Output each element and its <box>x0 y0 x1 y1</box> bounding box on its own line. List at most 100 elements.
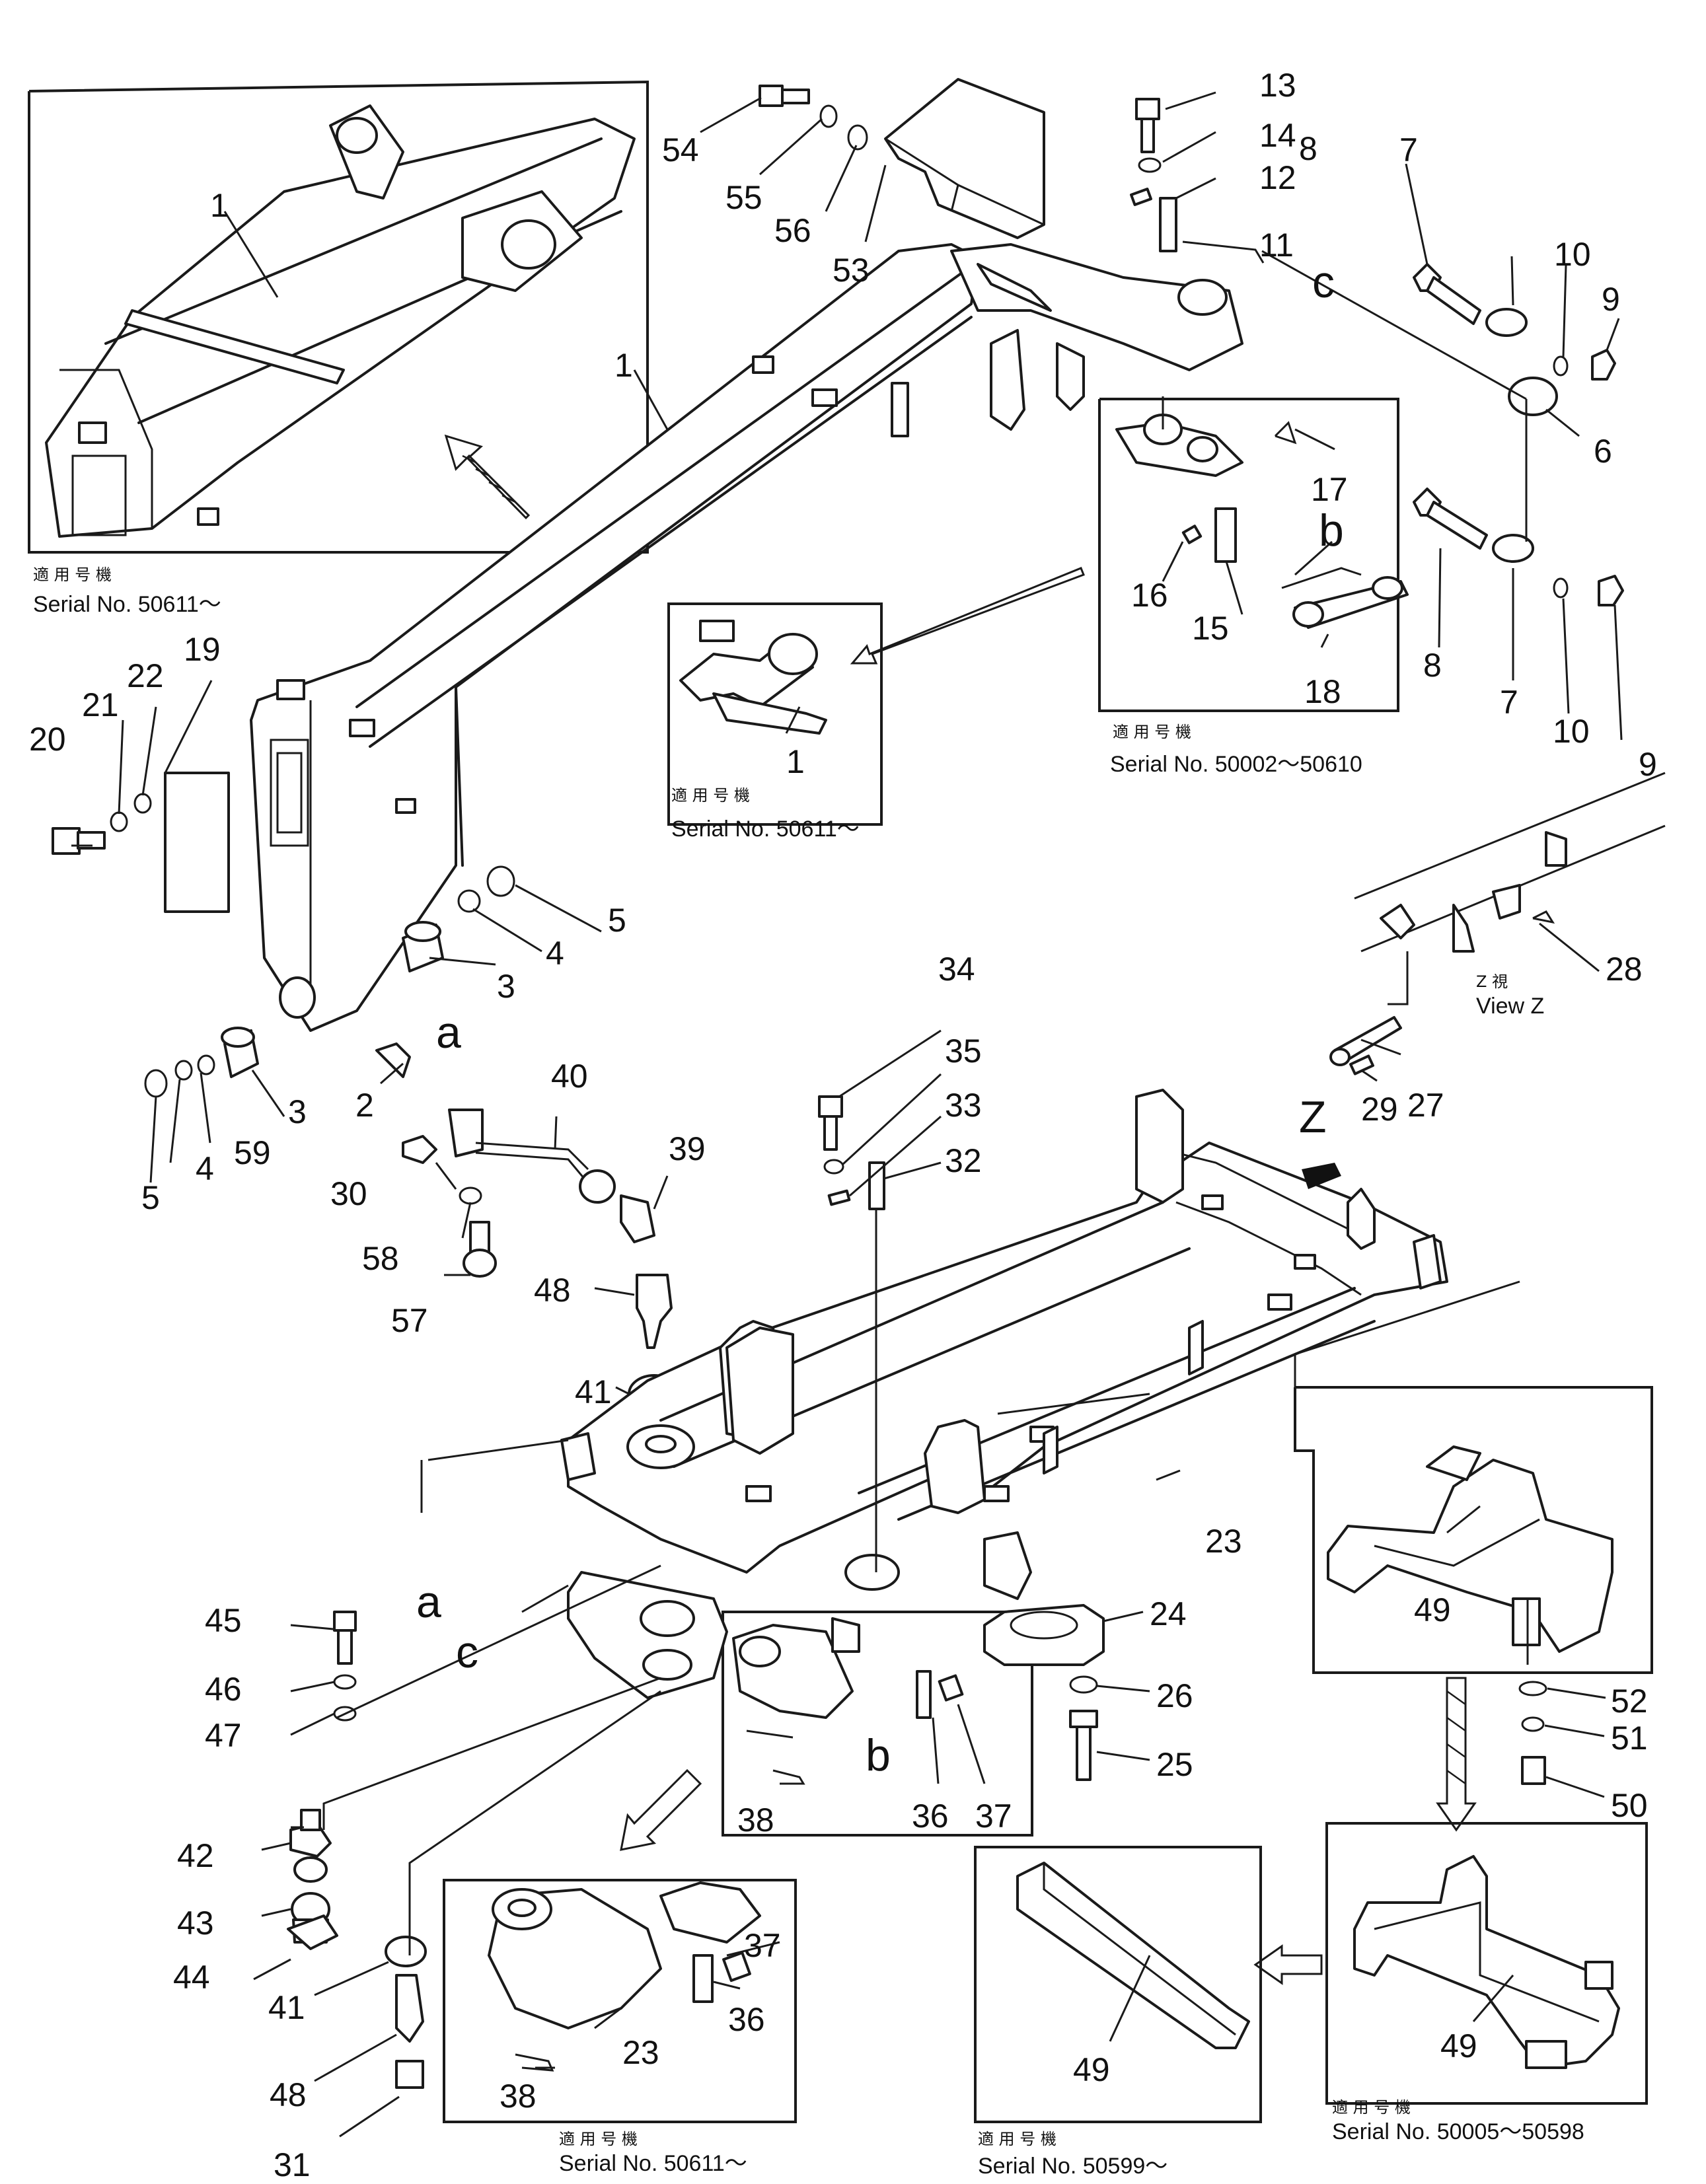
caption-serial: Serial No. 50599～ <box>978 2154 1168 2179</box>
callout-22: 22 <box>127 657 164 694</box>
callout-30: 30 <box>330 1175 367 1212</box>
callout-9: 9 <box>1639 746 1657 783</box>
callout-58: 58 <box>362 1240 399 1277</box>
callout-37: 37 <box>975 1798 1012 1835</box>
callout-41: 41 <box>268 1989 305 2026</box>
view-z-detail <box>1354 772 1666 1005</box>
callout-18: 18 <box>1304 673 1341 710</box>
callout-59: 59 <box>234 1134 271 1171</box>
callout-1: 1 <box>614 347 633 384</box>
reference-letters: a a b b c c Z <box>416 257 1344 1780</box>
callout-37: 37 <box>744 1927 781 1964</box>
inset-mid-detail <box>679 620 827 735</box>
callout-48: 48 <box>270 2076 307 2113</box>
callout-41: 41 <box>575 1373 612 1410</box>
counterweight-pad <box>560 1327 794 1481</box>
callout-2: 2 <box>355 1087 374 1124</box>
callout-11: 11 <box>1259 227 1294 264</box>
callout-36: 36 <box>728 2001 765 2038</box>
main-frame-23 <box>567 1089 1448 1699</box>
inset-right-detail <box>1115 396 1409 629</box>
callout-54: 54 <box>662 131 699 168</box>
callout-3: 3 <box>497 968 515 1005</box>
callout-42: 42 <box>177 1837 214 1874</box>
callout-24: 24 <box>1150 1595 1187 1632</box>
callout-5: 5 <box>608 902 626 939</box>
detail-box-right <box>1098 398 1399 712</box>
callout-40: 40 <box>551 1058 588 1095</box>
callout-8: 8 <box>1423 647 1442 684</box>
detail-box-bottom2 <box>974 1846 1262 2123</box>
caption-applicable-jp: 適 用 号 機 <box>978 2130 1057 2148</box>
parts-50-52 <box>1518 1681 1547 1785</box>
callout-45: 45 <box>205 1602 242 1639</box>
caption-view-z-jp: Z 視 <box>1476 972 1508 991</box>
main-arm <box>250 243 1243 1032</box>
ref-letter-c: c <box>1312 257 1335 307</box>
detail-box-bottom1 <box>443 1879 797 2123</box>
caption-applicable-jp: 適 用 号 機 <box>671 786 750 805</box>
callout-32: 32 <box>945 1142 982 1179</box>
callout-7: 7 <box>1399 131 1418 168</box>
callout-52: 52 <box>1611 1683 1648 1720</box>
callout-9: 9 <box>1602 281 1620 318</box>
caption-applicable-jp: 適 用 号 機 <box>1332 2098 1411 2117</box>
callout-33: 33 <box>945 1087 982 1124</box>
inset-49-large <box>1327 1445 1613 1653</box>
caption-applicable-jp: 適 用 号 機 <box>1113 723 1191 741</box>
callout-27: 27 <box>1407 1087 1444 1124</box>
detail-box-topleft <box>28 80 649 554</box>
parts-small-top-right <box>1130 98 1624 606</box>
detail-box-mid <box>667 602 883 826</box>
callout-39: 39 <box>669 1130 706 1167</box>
callout-1: 1 <box>786 743 805 780</box>
callout-51: 51 <box>1611 1720 1648 1757</box>
inset-49-bottom3 <box>1353 1855 1620 2069</box>
callout-4: 4 <box>196 1150 214 1187</box>
callout-44: 44 <box>173 1959 210 1996</box>
ref-letter-a: a <box>416 1577 441 1627</box>
callout-17: 17 <box>1311 471 1348 508</box>
inset-bottom1-detail <box>488 1881 761 2072</box>
callout-12: 12 <box>1259 159 1296 196</box>
callout-49: 49 <box>1414 1591 1451 1628</box>
callout-25: 25 <box>1156 1746 1193 1783</box>
captions: 適 用 号 機 Serial No. 50611～ 適 用 号 機 Serial… <box>33 565 1584 2179</box>
parts-line-40 <box>402 1109 681 1414</box>
callout-50: 50 <box>1611 1787 1648 1824</box>
caption-applicable-jp: 適 用 号 機 <box>559 2130 638 2148</box>
arrow-down-hatched <box>1436 1677 1477 1832</box>
arrow-z <box>1302 1163 1341 1189</box>
callout-53: 53 <box>833 252 870 289</box>
callout-35: 35 <box>945 1033 982 1070</box>
ref-letter-a: a <box>436 1007 461 1058</box>
caption-serial: Serial No. 50611～ <box>33 592 221 617</box>
caption-serial: Serial No. 50002～50610 <box>1110 752 1362 777</box>
parts-small-top-center <box>759 85 868 151</box>
ref-letter-z: Z <box>1299 1092 1327 1142</box>
inset-arm-frame <box>45 104 636 538</box>
ref-letter-b: b <box>1319 505 1344 556</box>
callout-55: 55 <box>725 179 762 216</box>
parts-27-29 <box>1329 1016 1402 1075</box>
callout-19: 19 <box>184 631 221 668</box>
bearing-24 <box>983 1604 1105 1666</box>
detail-box-bottom3 <box>1325 1822 1648 2105</box>
callout-38: 38 <box>500 2078 537 2115</box>
callout-4: 4 <box>546 935 564 972</box>
arrow-down-left-hatched <box>620 1768 702 1851</box>
callout-23: 23 <box>1205 1523 1242 1560</box>
cover-53 <box>884 78 1045 239</box>
bolt-25-26 <box>1069 1675 1098 1781</box>
callout-10: 10 <box>1554 236 1591 273</box>
callout-46: 46 <box>205 1671 242 1708</box>
callout-43: 43 <box>177 1905 214 1942</box>
callout-21: 21 <box>82 686 119 723</box>
ref-letter-b: b <box>866 1730 891 1780</box>
callout-labels: 1 1 1 2 3 3 4 4 5 5 6 7 7 8 8 9 9 10 10 … <box>29 67 1657 2183</box>
callout-15: 15 <box>1192 610 1229 647</box>
callout-31: 31 <box>274 2146 311 2183</box>
callout-36: 36 <box>912 1798 949 1835</box>
